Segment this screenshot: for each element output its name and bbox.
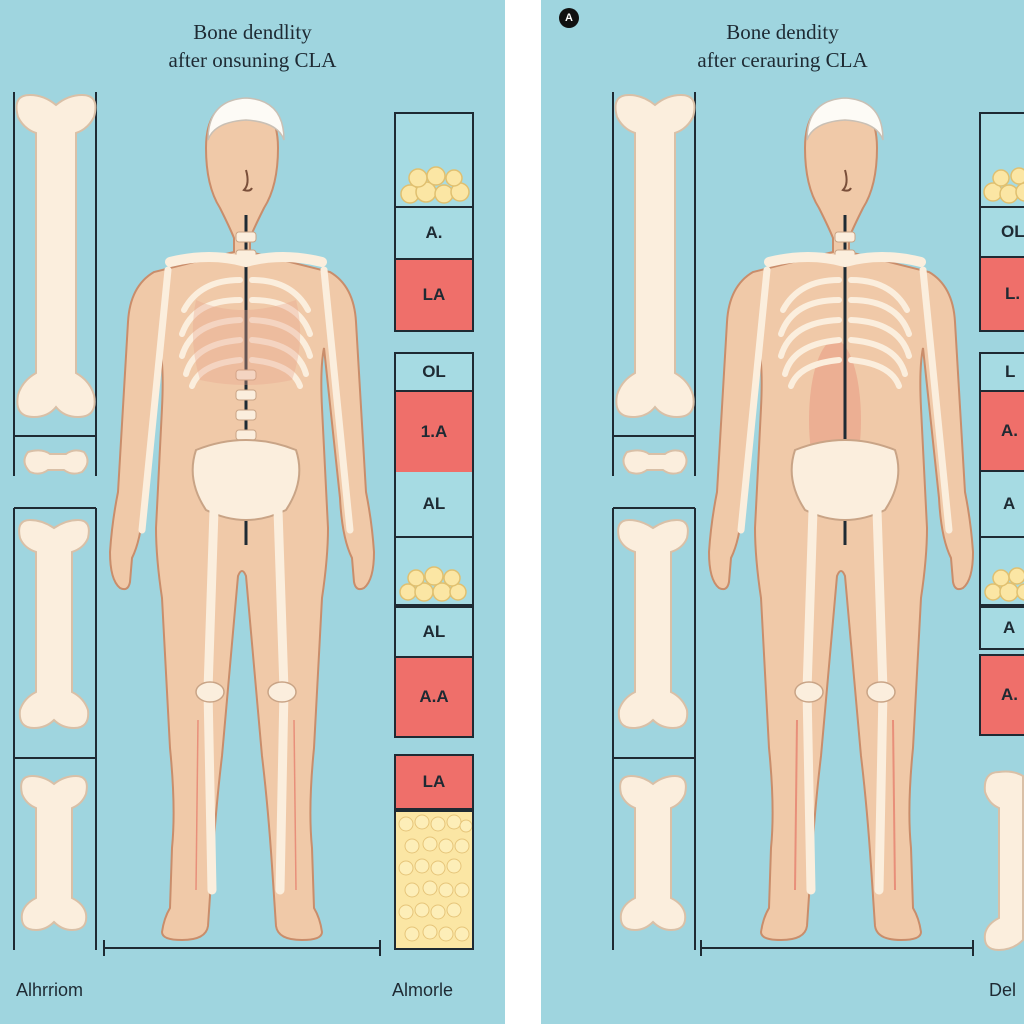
fat-block [394, 112, 474, 208]
bone-icon [15, 93, 97, 932]
density-column-left: A. LA OL 1.A AL AL A.A LA [394, 112, 474, 950]
bone-frames-left [13, 92, 97, 950]
title-left-line2: after onsuning CLA [168, 48, 337, 72]
density-block-red: A. [979, 390, 1024, 472]
panel-badge: A [559, 8, 579, 28]
density-label: A. [394, 206, 474, 260]
density-column-right: OL L. L A. A A A. [979, 112, 1024, 952]
human-body-left [108, 97, 376, 942]
title-right: Bone dendity after cerauring CLA [541, 18, 1024, 74]
density-block-red: A. [979, 654, 1024, 736]
bone-icon [614, 93, 696, 932]
density-label: L [979, 352, 1024, 392]
density-label: AL [394, 606, 474, 658]
footer-right-label: Del [989, 980, 1017, 1000]
density-block-red: LA [394, 258, 474, 332]
title-right-line2: after cerauring CLA [697, 48, 868, 72]
density-block-red: LA [394, 754, 474, 810]
bone-frames-right [612, 92, 696, 950]
footer-right-label: Almorle [392, 980, 454, 1000]
panel-right: A Bone dendity after cerauring CLA [541, 0, 1024, 1024]
fat-block [979, 536, 1024, 606]
density-block-red: 1.A [394, 390, 474, 474]
density-label: A [979, 606, 1024, 650]
fat-block [394, 536, 474, 606]
bone-block [979, 768, 1024, 952]
title-right-line1: Bone dendity [726, 20, 839, 44]
density-block-red: L. [979, 256, 1024, 332]
title-left-line1: Bone dendlity [193, 20, 312, 44]
fat-block [979, 112, 1024, 208]
density-label: OL [979, 206, 1024, 258]
density-block-red: A.A [394, 656, 474, 738]
title-left: Bone dendlity after onsuning CLA [0, 18, 505, 74]
footer-left-label: Alhrriom [16, 980, 84, 1000]
panel-left: Bone dendlity after onsuning CLA [0, 0, 505, 1024]
density-label: OL [394, 352, 474, 392]
human-body-right [707, 97, 975, 942]
illustration-right [612, 92, 975, 956]
density-label: A [979, 472, 1024, 536]
density-label: AL [394, 472, 474, 536]
fat-block [394, 810, 474, 950]
illustration-left [13, 92, 381, 956]
